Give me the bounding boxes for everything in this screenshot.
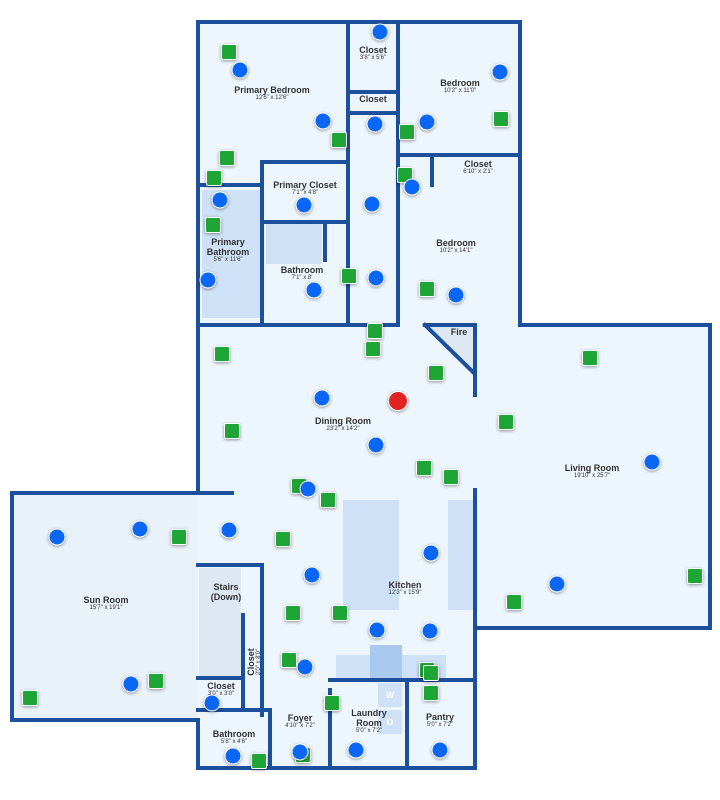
green-square-marker[interactable]: [171, 529, 187, 545]
blue-circle-marker[interactable]: [220, 521, 238, 539]
blue-circle-marker[interactable]: [199, 271, 217, 289]
blue-circle-marker[interactable]: [418, 113, 436, 131]
green-square-marker[interactable]: [493, 111, 509, 127]
green-square-marker[interactable]: [285, 605, 301, 621]
green-square-marker[interactable]: [331, 132, 347, 148]
blue-circle-marker[interactable]: [403, 178, 421, 196]
green-square-marker[interactable]: [423, 665, 439, 681]
blue-circle-marker[interactable]: [367, 269, 385, 287]
blue-circle-marker[interactable]: [366, 115, 384, 133]
green-square-marker[interactable]: [214, 346, 230, 362]
blue-circle-marker[interactable]: [291, 743, 309, 761]
blue-circle-marker[interactable]: [347, 741, 365, 759]
blue-circle-marker[interactable]: [231, 61, 249, 79]
green-square-marker[interactable]: [365, 341, 381, 357]
green-square-marker[interactable]: [148, 673, 164, 689]
green-square-marker[interactable]: [219, 150, 235, 166]
blue-circle-marker[interactable]: [421, 622, 439, 640]
green-square-marker[interactable]: [281, 652, 297, 668]
green-square-marker[interactable]: [341, 268, 357, 284]
blue-circle-marker[interactable]: [422, 544, 440, 562]
green-square-marker[interactable]: [320, 492, 336, 508]
green-square-marker[interactable]: [221, 44, 237, 60]
blue-circle-marker[interactable]: [363, 195, 381, 213]
blue-circle-marker[interactable]: [491, 63, 509, 81]
blue-circle-marker[interactable]: [305, 281, 323, 299]
blue-circle-marker[interactable]: [122, 675, 140, 693]
blue-circle-marker[interactable]: [313, 389, 331, 407]
blue-circle-marker[interactable]: [447, 286, 465, 304]
green-square-marker[interactable]: [428, 365, 444, 381]
blue-circle-marker[interactable]: [431, 741, 449, 759]
green-square-marker[interactable]: [324, 695, 340, 711]
green-square-marker[interactable]: [224, 423, 240, 439]
green-square-marker[interactable]: [498, 414, 514, 430]
washer-icon: [378, 683, 402, 707]
green-square-marker[interactable]: [416, 460, 432, 476]
blue-circle-marker[interactable]: [368, 621, 386, 639]
green-square-marker[interactable]: [399, 124, 415, 140]
blue-circle-marker[interactable]: [371, 23, 389, 41]
blue-circle-marker[interactable]: [548, 575, 566, 593]
blue-circle-marker[interactable]: [131, 520, 149, 538]
green-square-marker[interactable]: [506, 594, 522, 610]
green-square-marker[interactable]: [423, 685, 439, 701]
blue-circle-marker[interactable]: [643, 453, 661, 471]
green-square-marker[interactable]: [332, 605, 348, 621]
green-square-marker[interactable]: [443, 469, 459, 485]
blue-circle-marker[interactable]: [303, 566, 321, 584]
green-square-marker[interactable]: [205, 217, 221, 233]
blue-circle-marker[interactable]: [203, 694, 221, 712]
blue-circle-marker[interactable]: [367, 436, 385, 454]
dryer-icon: [378, 710, 402, 734]
blue-circle-marker[interactable]: [296, 658, 314, 676]
green-square-marker[interactable]: [687, 568, 703, 584]
blue-circle-marker[interactable]: [295, 196, 313, 214]
red-circle-marker[interactable]: [388, 391, 408, 411]
blue-circle-marker[interactable]: [211, 191, 229, 209]
green-square-marker[interactable]: [419, 281, 435, 297]
green-square-marker[interactable]: [275, 531, 291, 547]
blue-circle-marker[interactable]: [299, 480, 317, 498]
green-square-marker[interactable]: [582, 350, 598, 366]
blue-circle-marker[interactable]: [48, 528, 66, 546]
green-square-marker[interactable]: [251, 753, 267, 769]
green-square-marker[interactable]: [22, 690, 38, 706]
blue-circle-marker[interactable]: [224, 747, 242, 765]
fixtures: [199, 190, 473, 734]
blue-circle-marker[interactable]: [314, 112, 332, 130]
green-square-marker[interactable]: [206, 170, 222, 186]
green-square-marker[interactable]: [367, 323, 383, 339]
